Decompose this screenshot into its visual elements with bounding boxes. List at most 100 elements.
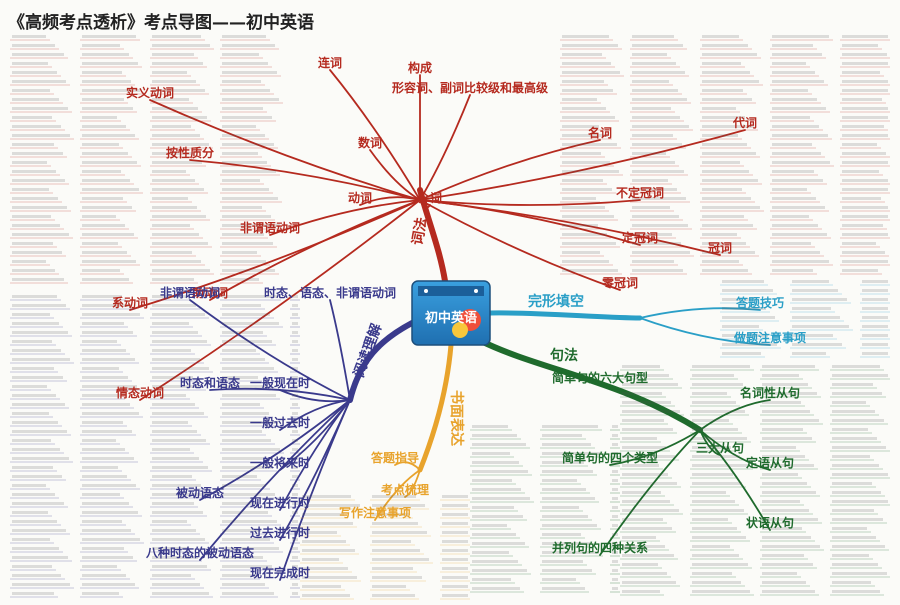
detail-text-placeholder: [12, 349, 61, 352]
detail-text-placeholder: [622, 563, 658, 566]
detail-text-placeholder: [152, 224, 190, 227]
detail-text-placeholder: [612, 497, 618, 500]
detail-text-placeholder: [702, 125, 754, 128]
detail-text-placeholder: [692, 581, 741, 584]
detail-text-placeholder: [12, 242, 53, 245]
detail-text-placeholder: [292, 340, 298, 343]
detail-text-placeholder: [692, 392, 727, 395]
detail-text-placeholder: [702, 53, 757, 56]
detail-text-placeholder: [222, 116, 272, 119]
detail-text-placeholder: [702, 134, 738, 137]
detail-text-placeholder: [842, 53, 887, 56]
detail-text-placeholder: [152, 376, 193, 379]
detail-text-placeholder: [472, 470, 528, 473]
sub-line-wanxing-0: [639, 307, 761, 319]
detail-text-placeholder: [152, 529, 196, 532]
detail-text-placeholder: [842, 125, 884, 128]
detail-text-placeholder: [692, 455, 740, 458]
detail-text-placeholder: [292, 322, 298, 325]
detail-text-placeholder: [832, 383, 873, 386]
detail-text-placeholder: [152, 511, 203, 514]
detail-text-placeholder: [842, 152, 886, 155]
detail-text-placeholder: [12, 89, 50, 92]
detail-text-placeholder: [82, 574, 126, 577]
detail-text-placeholder: [762, 518, 818, 521]
detail-text-placeholder: [632, 116, 680, 119]
branch-label-yuedu: 阅读理解: [350, 321, 385, 379]
detail-text-placeholder: [222, 529, 261, 532]
detail-text-placeholder: [292, 385, 298, 388]
detail-text-placeholder: [762, 554, 804, 557]
detail-text-placeholder: [82, 511, 138, 514]
detail-text-placeholder: [622, 518, 663, 521]
sub-line-shumian-2: [374, 469, 421, 521]
detail-text-placeholder: [772, 224, 818, 227]
detail-text-placeholder: [82, 107, 133, 110]
sub-label-jufa-6: 状语从句: [746, 515, 794, 530]
detail-text-placeholder: [612, 443, 618, 446]
detail-text-placeholder: [562, 89, 613, 92]
detail-text-placeholder: [612, 587, 618, 590]
detail-text-placeholder: [222, 592, 274, 595]
detail-text-placeholder: [12, 358, 70, 361]
detail-text-placeholder: [12, 574, 61, 577]
detail-text-placeholder: [152, 44, 210, 47]
detail-text-placeholder: [222, 349, 256, 352]
detail-text-placeholder: [762, 428, 803, 431]
detail-text-placeholder: [12, 592, 54, 595]
branch-label-shumian: 书面表达: [448, 390, 465, 446]
sub-label-cifa-7: 形容词、副词比较级和最高级: [392, 80, 548, 95]
detail-text-placeholder: [222, 53, 259, 56]
detail-text-placeholder: [622, 554, 674, 557]
detail-text-placeholder: [622, 383, 678, 386]
sub-line-yuedu-4: [199, 399, 351, 561]
detail-text-placeholder: [862, 343, 888, 346]
detail-text-placeholder: [542, 497, 595, 500]
detail-text-placeholder: [82, 242, 118, 245]
detail-text-placeholder: [222, 520, 277, 523]
detail-text-placeholder: [292, 412, 298, 415]
detail-text-placeholder: [82, 233, 134, 236]
detail-text-placeholder: [292, 358, 298, 361]
detail-text-placeholder: [842, 44, 878, 47]
detail-text-placeholder: [12, 529, 66, 532]
detail-text-placeholder: [292, 538, 298, 541]
detail-text-placeholder: [152, 125, 191, 128]
detail-text-placeholder: [702, 71, 750, 74]
detail-text-placeholder: [222, 188, 269, 191]
detail-text-placeholder: [722, 298, 757, 301]
sub-label-yuedu-7: 一般将来时: [250, 455, 310, 470]
detail-text-placeholder: [12, 107, 68, 110]
detail-text-placeholder: [12, 233, 69, 236]
detail-text-placeholder: [562, 197, 596, 200]
detail-text-placeholder: [842, 116, 888, 119]
detail-text-placeholder: [222, 35, 266, 38]
detail-text-placeholder: [632, 53, 667, 56]
detail-text-placeholder: [862, 307, 888, 310]
detail-text-placeholder: [612, 569, 618, 572]
detail-text-placeholder: [562, 161, 610, 164]
sub-label-jufa-4: 名词性从句: [740, 385, 800, 400]
detail-text-placeholder: [12, 412, 49, 415]
detail-text-placeholder: [152, 493, 210, 496]
detail-text-placeholder: [692, 428, 738, 431]
sub-label-cifa-4: 名词: [588, 125, 612, 140]
detail-text-placeholder: [772, 242, 811, 245]
detail-text-placeholder: [772, 62, 806, 65]
detail-text-placeholder: [842, 260, 888, 263]
detail-text-placeholder: [152, 322, 189, 325]
detail-text-placeholder: [692, 473, 733, 476]
detail-text-placeholder: [472, 479, 512, 482]
detail-text-placeholder: [622, 392, 662, 395]
detail-text-placeholder: [562, 35, 609, 38]
detail-text-placeholder: [792, 334, 833, 337]
detail-text-placeholder: [762, 572, 797, 575]
detail-text-placeholder: [472, 587, 520, 590]
detail-text-placeholder: [82, 143, 119, 146]
sub-label-jufa-2: 并列句的四种关系: [552, 540, 648, 555]
detail-text-placeholder: [152, 592, 209, 595]
detail-text-placeholder: [702, 170, 749, 173]
detail-text-placeholder: [12, 466, 53, 469]
detail-text-placeholder: [12, 547, 59, 550]
